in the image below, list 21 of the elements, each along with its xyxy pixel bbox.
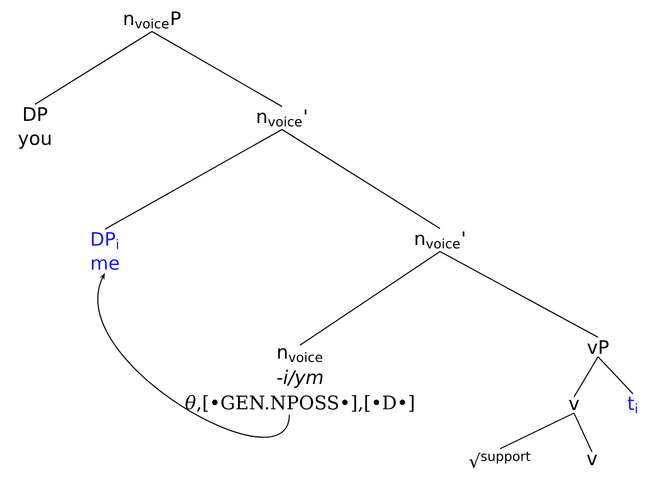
tree-branch [152,31,282,107]
tree-node-label: n$_{voice}$ -i/ym θ,[•GEN.NPOSS•],[•D•] [186,348,414,412]
tree-node-label: vP [587,340,609,354]
tree-node-label: t$_{i}$ [628,396,637,414]
tree-branch [574,356,598,398]
tree-node-label: v [587,454,597,466]
tree-node-label: n$_{voice}$' [416,231,464,249]
tree-branch [440,251,598,338]
tree-branch [598,356,634,394]
tree-branch [300,251,440,346]
tree-branch [34,31,152,105]
tree-node-label: n$_{voice}$P [124,11,181,29]
tree-node-label: DP$_{i}$ me [92,232,119,270]
tree-node-label: v [569,400,579,410]
tree-branch [500,412,574,450]
tree-node-label: n$_{voice}$' [258,109,306,127]
tree-branch [282,129,440,229]
tree-node-label: DP you [18,107,50,149]
tree-branch [104,129,282,230]
tree-node-label: √$^{support}$ [469,452,530,468]
tree-branch [574,412,592,452]
